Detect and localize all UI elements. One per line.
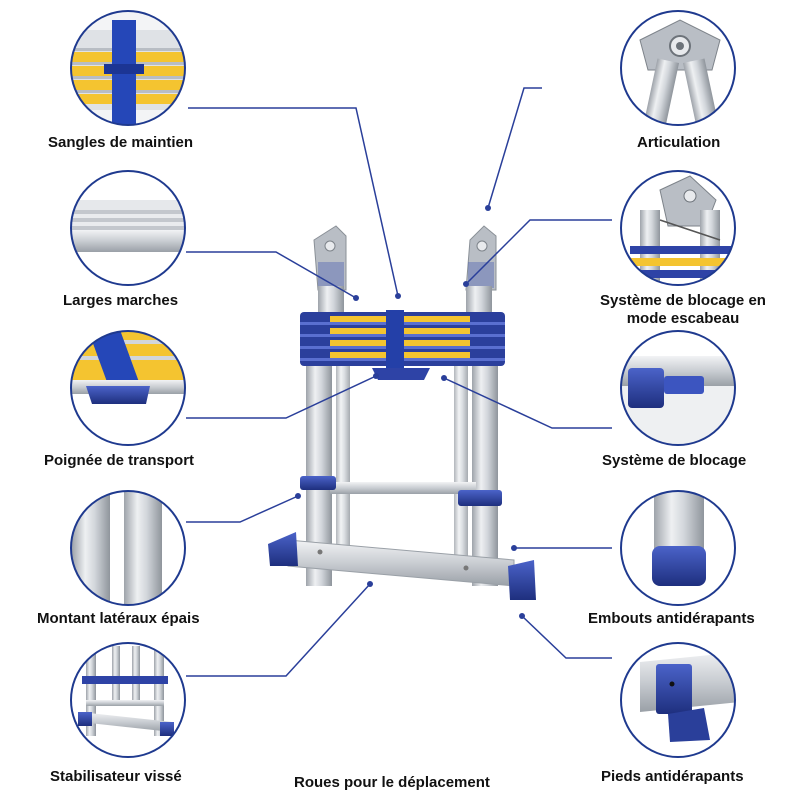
callout-dots — [295, 205, 525, 619]
foot-right — [508, 560, 536, 600]
detail-circle-side-rails — [70, 490, 186, 606]
label-screwed-stabilizer: Stabilisateur vissé — [50, 768, 182, 785]
label-non-slip-end-caps: Embouts antidérapants — [588, 610, 755, 627]
detail-circle-stabilizer — [70, 642, 186, 758]
side-rail-right — [472, 366, 498, 586]
label-stepladder-lock: Système de blocage en mode escabeau — [600, 292, 766, 327]
label-non-slip-feet: Pieds antidérapants — [601, 768, 744, 785]
detail-circle-feet — [620, 642, 736, 758]
detail-circle-straps — [70, 10, 186, 126]
carry-handle — [372, 368, 430, 380]
label-carry-handle: Poignée de transport — [44, 452, 195, 469]
label-wide-steps: Larges marches — [63, 292, 179, 309]
foot-left — [268, 532, 298, 566]
detail-circle-locking-system — [620, 330, 736, 446]
hinge-head-right — [465, 225, 497, 291]
label-locking-system: Système de blocage — [602, 452, 747, 469]
label-transport-wheels: Roues pour le déplacement — [294, 774, 490, 791]
callout-lines — [186, 87, 612, 677]
strap-center — [386, 310, 404, 372]
label-holding-straps: Sangles de maintien — [48, 134, 194, 151]
detail-circle-wide-steps — [70, 170, 186, 286]
lock-clamp-left — [300, 476, 336, 490]
ladder-illustration — [268, 225, 536, 600]
folded-steps-stack — [300, 310, 505, 372]
label-articulation: Articulation — [637, 134, 721, 151]
rung-lower — [330, 482, 476, 494]
lock-clamp-right — [458, 490, 502, 506]
detail-circle-articulation — [620, 10, 736, 126]
label-thick-side-rails: Montant latéraux épais — [37, 610, 200, 627]
hinge-head-left — [313, 225, 347, 291]
detail-circle-end-caps — [620, 490, 736, 606]
detail-circle-stepladder-lock — [620, 170, 736, 286]
detail-circle-carry-handle — [70, 330, 186, 446]
